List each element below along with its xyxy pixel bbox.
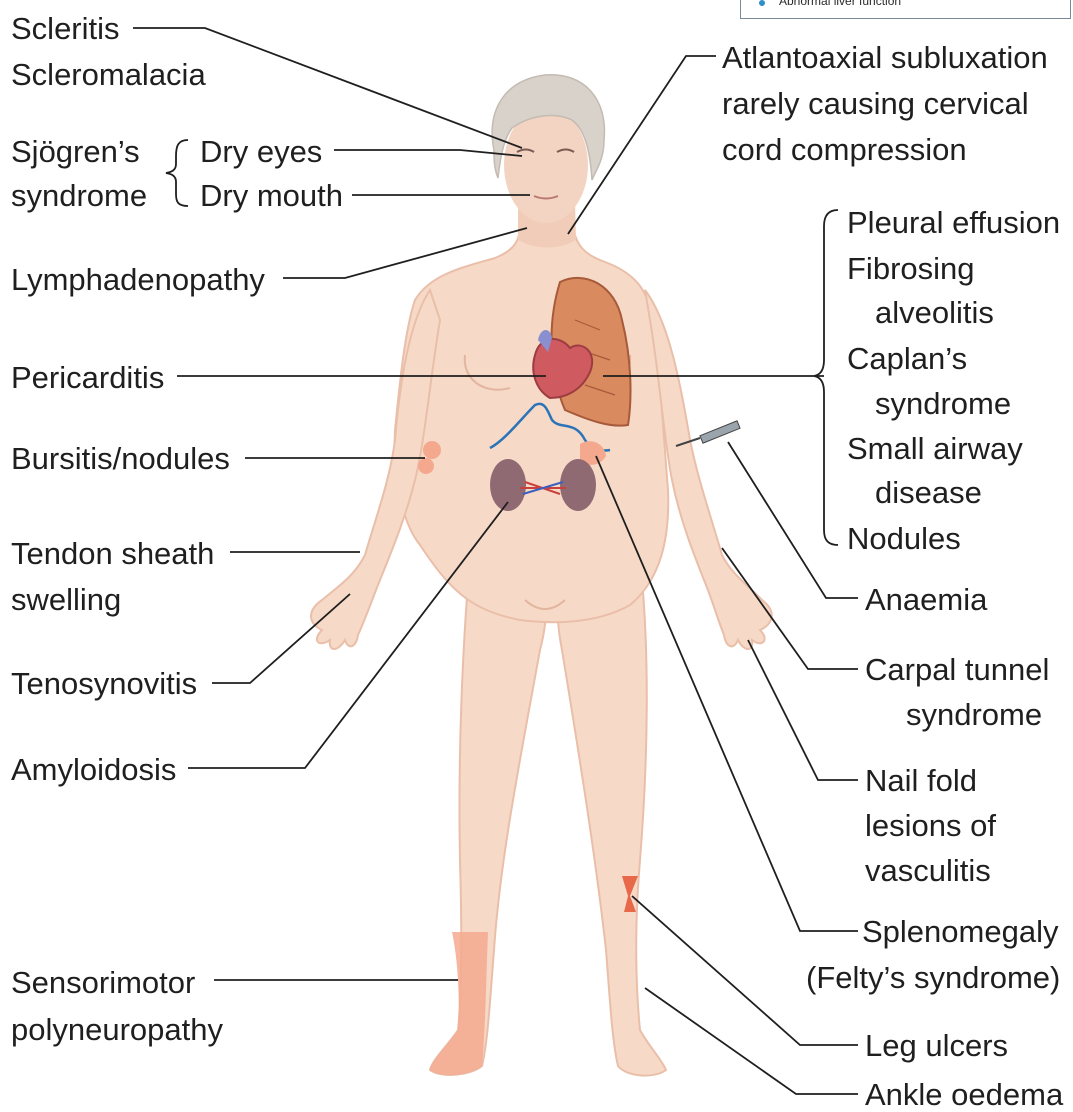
sjogren-brace bbox=[166, 140, 188, 206]
label-spleno-line2: (Felty’s syndrome) bbox=[806, 960, 1060, 995]
label-carpal-line2: syndrome bbox=[906, 697, 1042, 732]
body-figure bbox=[311, 75, 772, 1076]
label-tendon-line1: Tendon sheath bbox=[11, 536, 214, 571]
label-nodules: Nodules bbox=[847, 521, 961, 556]
label-anaemia: Anaemia bbox=[865, 582, 988, 617]
lung-brace bbox=[814, 210, 838, 545]
label-caplan-line1: Caplan’s bbox=[847, 341, 967, 376]
label-atlanto-line2: rarely causing cervical bbox=[722, 86, 1029, 121]
elbow-nodule bbox=[423, 441, 441, 459]
label-leg-ulcers: Leg ulcers bbox=[865, 1028, 1008, 1063]
label-scleritis: Scleritis bbox=[11, 11, 120, 46]
label-ankle-oedema: Ankle oedema bbox=[865, 1077, 1064, 1112]
label-fibrosing-line1: Fibrosing bbox=[847, 251, 975, 286]
left-leg bbox=[430, 560, 547, 1075]
label-caplan-line2: syndrome bbox=[875, 386, 1011, 421]
label-atlanto-line3: cord compression bbox=[722, 132, 967, 167]
label-dry-mouth: Dry mouth bbox=[200, 178, 343, 213]
label-small-airway-line1: Small airway bbox=[847, 431, 1023, 466]
label-tendon-line2: swelling bbox=[11, 582, 121, 617]
elbow-nodule bbox=[418, 458, 434, 474]
label-sensorimotor-line2: polyneuropathy bbox=[11, 1012, 223, 1047]
left-labels: Scleritis Scleromalacia Sjögren’s syndro… bbox=[11, 11, 343, 1047]
label-dry-eyes: Dry eyes bbox=[200, 134, 322, 169]
right-kidney bbox=[560, 459, 596, 511]
label-bursitis: Bursitis/nodules bbox=[11, 441, 230, 476]
label-sjogren-line1: Sjögren’s bbox=[11, 134, 140, 169]
label-sjogren-line2: syndrome bbox=[11, 178, 147, 213]
label-small-airway-line2: disease bbox=[875, 475, 982, 510]
label-nail-line1: Nail fold bbox=[865, 763, 977, 798]
right-labels: Atlantoaxial subluxation rarely causing … bbox=[722, 40, 1064, 1112]
label-amyloidosis: Amyloidosis bbox=[11, 752, 176, 787]
ankle-leader bbox=[645, 988, 858, 1094]
right-leg bbox=[557, 560, 666, 1076]
label-sensorimotor-line1: Sensorimotor bbox=[11, 965, 195, 1000]
label-carpal-line1: Carpal tunnel bbox=[865, 652, 1049, 687]
label-atlanto-line1: Atlantoaxial subluxation bbox=[722, 40, 1048, 75]
label-pleural-effusion: Pleural effusion bbox=[847, 205, 1060, 240]
label-nail-line3: vasculitis bbox=[865, 853, 991, 888]
label-spleno-line1: Splenomegaly bbox=[862, 914, 1059, 949]
label-scleromalacia: Scleromalacia bbox=[11, 57, 206, 92]
label-lymphadenopathy: Lymphadenopathy bbox=[11, 262, 265, 297]
label-nail-line2: lesions of bbox=[865, 808, 996, 843]
label-tenosynovitis: Tenosynovitis bbox=[11, 666, 197, 701]
label-fibrosing-line2: alveolitis bbox=[875, 295, 994, 330]
anaemia-leader bbox=[728, 442, 858, 598]
label-pericarditis: Pericarditis bbox=[11, 360, 164, 395]
